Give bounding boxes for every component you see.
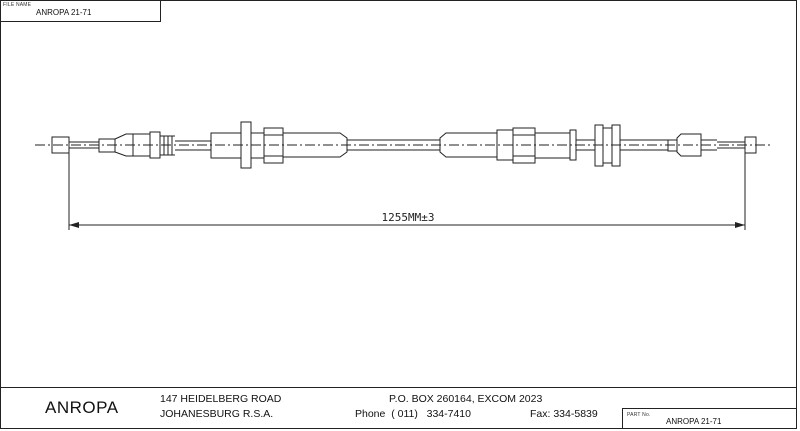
fax-number: Fax: 334-5839 <box>530 408 598 420</box>
left-conduit-boot <box>282 132 348 158</box>
company-name: ANROPA <box>45 398 119 417</box>
address-line-2: JOHANESBURG R.S.A. <box>160 408 274 420</box>
po-box: P.O. BOX 260164, EXCOM 2023 <box>389 393 543 405</box>
part-number-label: PART No. <box>627 412 651 418</box>
address-line-1: 147 HEIDELBERG ROAD <box>160 393 282 405</box>
left-fitting-collar <box>149 131 161 159</box>
part-number-box: PART No. ANROPA 21-71 <box>622 408 797 429</box>
right-end-fitting <box>676 133 702 157</box>
part-number-value: ANROPA 21-71 <box>666 417 722 426</box>
left-end-ferrule <box>51 136 70 154</box>
file-name-value: ANROPA 21-71 <box>36 8 92 17</box>
right-washer <box>569 129 577 161</box>
file-name-label: FILE NAME <box>3 2 32 8</box>
dimension-label: 1255MM±3 <box>382 211 435 224</box>
title-block-divider <box>0 387 797 388</box>
right-end-ferrule <box>744 136 757 154</box>
dimension-arrow-right <box>735 222 745 228</box>
right-lock-nut-3 <box>611 124 621 167</box>
file-name-box: FILE NAME ANROPA 21-71 <box>0 0 161 22</box>
dimension-arrow-left <box>69 222 79 228</box>
phone-number: Phone ( 011) 334-7410 <box>355 408 471 420</box>
